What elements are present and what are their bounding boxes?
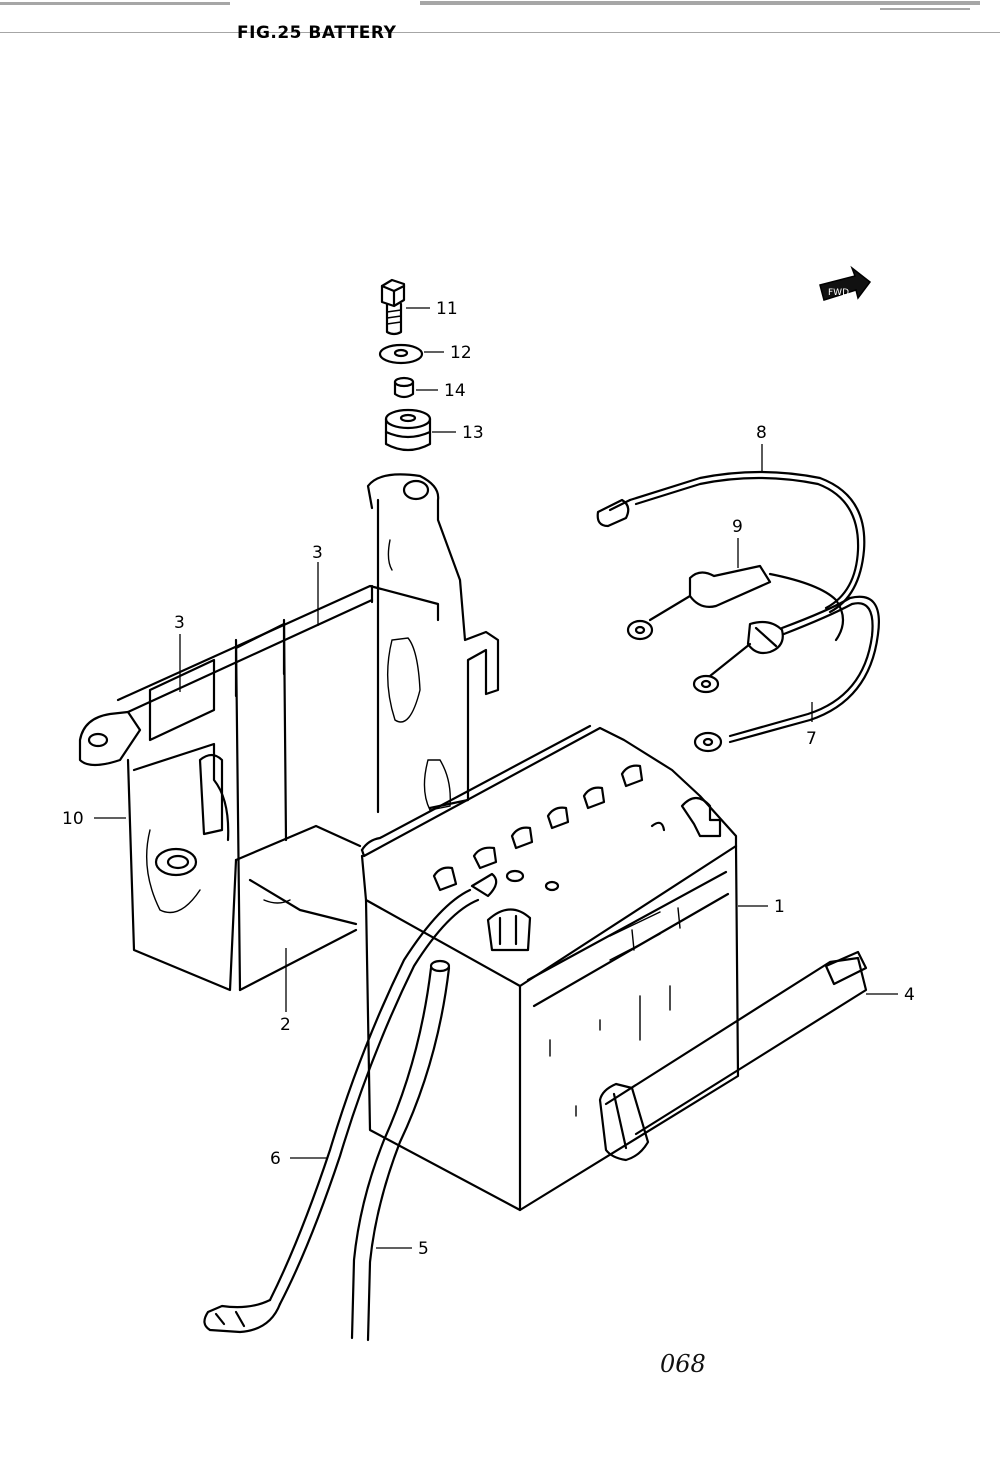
scan-noise	[0, 1, 1000, 33]
callout-8: 8	[756, 423, 767, 443]
callout-3-rear: 3	[312, 543, 323, 563]
battery-cable-9	[626, 564, 845, 642]
callout-7: 7	[806, 729, 817, 749]
breather-tube-6	[203, 872, 498, 1334]
callout-4: 4	[904, 985, 915, 1005]
callout-9: 9	[732, 517, 743, 537]
sheet-code: 068	[660, 1350, 706, 1378]
callout-13: 13	[462, 423, 484, 443]
battery-strap-4	[598, 950, 868, 1162]
forward-badge-text: FWD	[828, 288, 849, 298]
callout-2: 2	[280, 1015, 291, 1035]
callout-14: 14	[444, 381, 466, 401]
callout-5: 5	[418, 1239, 429, 1259]
callout-3-front: 3	[174, 613, 185, 633]
callout-10: 10	[62, 809, 84, 829]
callout-labels: 11 12 14 13 8 9 3 3 7 10 1 4 2 6 5	[62, 299, 915, 1259]
battery-cable-7	[692, 595, 880, 753]
washer-12	[378, 343, 424, 365]
forward-direction-arrow-icon: FWD	[819, 265, 872, 301]
lead-wire-8	[596, 470, 866, 614]
cushion-13	[384, 408, 432, 452]
battery-holder-10	[78, 473, 500, 992]
callout-12: 12	[450, 343, 472, 363]
figure-title: FIG.25 BATTERY	[237, 23, 397, 43]
battery-1	[360, 724, 740, 1212]
breather-tube-5	[350, 959, 451, 1342]
callout-6: 6	[270, 1149, 281, 1169]
callout-leaders	[94, 307, 898, 1249]
collar-14	[393, 376, 415, 399]
callout-1: 1	[774, 897, 785, 917]
callout-11: 11	[436, 299, 458, 319]
bolt-11	[380, 278, 406, 336]
